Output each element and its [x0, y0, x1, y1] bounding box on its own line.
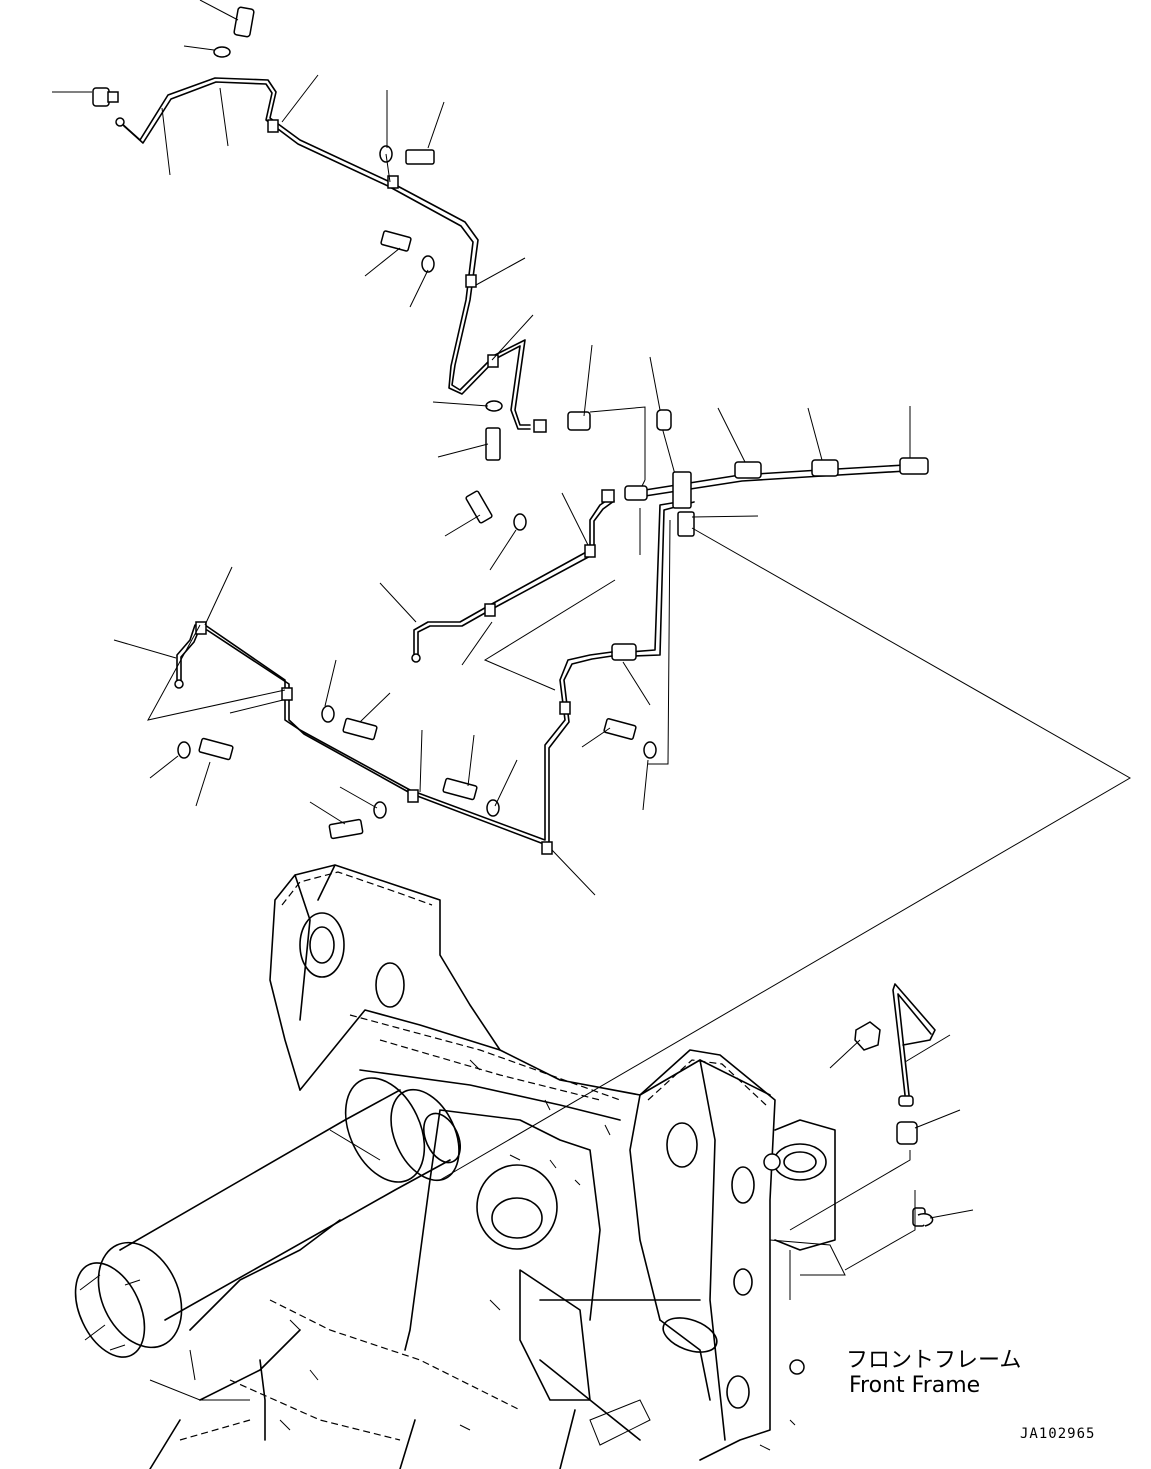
tube-nut [115, 117, 125, 127]
clamp-8 [281, 687, 293, 701]
right-side-block [774, 1119, 836, 1251]
steering-cylinder [119, 1089, 451, 1321]
bolt-3 [380, 230, 412, 252]
adapter-4 [899, 457, 929, 475]
grease-fitting-top-left [92, 87, 110, 107]
manifold-block [672, 471, 692, 509]
elbow-fitting [854, 1021, 881, 1051]
clamp-5 [484, 603, 496, 617]
grease-fitting-nozzle [107, 91, 119, 103]
adapter-5 [624, 485, 648, 501]
bolt-7 [198, 737, 234, 761]
clamp-4 [487, 354, 499, 368]
adapter-3 [811, 459, 839, 477]
right-grease-parts [789, 983, 974, 1271]
adapter-6 [611, 643, 637, 661]
bolt-8 [328, 818, 364, 840]
pivot-hole-left [299, 912, 345, 978]
washer-8 [373, 801, 387, 819]
tube-nut-2 [411, 653, 421, 663]
tube-nut-4 [174, 679, 184, 689]
lower-frame-plate [519, 1269, 591, 1401]
clamp-11 [559, 701, 571, 715]
washer-3 [421, 255, 435, 273]
washer-10 [643, 741, 657, 759]
washer-5 [513, 513, 527, 531]
bolt-5 [465, 490, 493, 524]
upper-grease-tube-assembly [52, 0, 593, 461]
bolt-6 [342, 717, 378, 741]
bolt-2 [405, 149, 435, 165]
bolt-10 [603, 718, 637, 740]
clamp-10 [541, 841, 553, 855]
bolt-9 [442, 777, 478, 801]
tube-end-right [898, 1095, 914, 1107]
clamp-7 [195, 621, 207, 635]
washer-top [213, 46, 231, 58]
adapter-1 [567, 411, 591, 431]
clamp-3 [465, 274, 477, 288]
frame-label-en: Front Frame [849, 1373, 980, 1398]
clamp-6 [584, 544, 596, 558]
manifold-bracket [677, 511, 695, 537]
washer-4 [485, 400, 503, 412]
frame-label-jp: フロントフレーム [846, 1348, 1021, 1373]
middle-manifold-assembly [439, 356, 1132, 1181]
clamp-9 [407, 789, 419, 803]
lower-grease-tube [113, 566, 657, 896]
adapter-2 [734, 461, 762, 479]
bolt-4 [485, 427, 501, 461]
middle-grease-tube [379, 489, 615, 666]
clamp-2 [387, 175, 399, 189]
bolt-top [233, 6, 255, 38]
washer-6 [321, 705, 335, 723]
drawing-code: JA102965 [1020, 1426, 1095, 1442]
tube-nut-3 [601, 489, 615, 503]
washer-7 [177, 741, 191, 759]
front-frame [74, 864, 846, 1469]
tube-end-nut [533, 419, 547, 433]
clamp-1 [267, 119, 279, 133]
grease-nipple-2 [896, 1121, 918, 1145]
frame-center-opening [476, 1164, 558, 1250]
cylinder-end-left [344, 1077, 426, 1183]
grease-nipple-1 [656, 409, 672, 431]
frame-label: フロントフレーム Front Frame [846, 1348, 1021, 1398]
cylinder-end-bottom [97, 1241, 183, 1349]
